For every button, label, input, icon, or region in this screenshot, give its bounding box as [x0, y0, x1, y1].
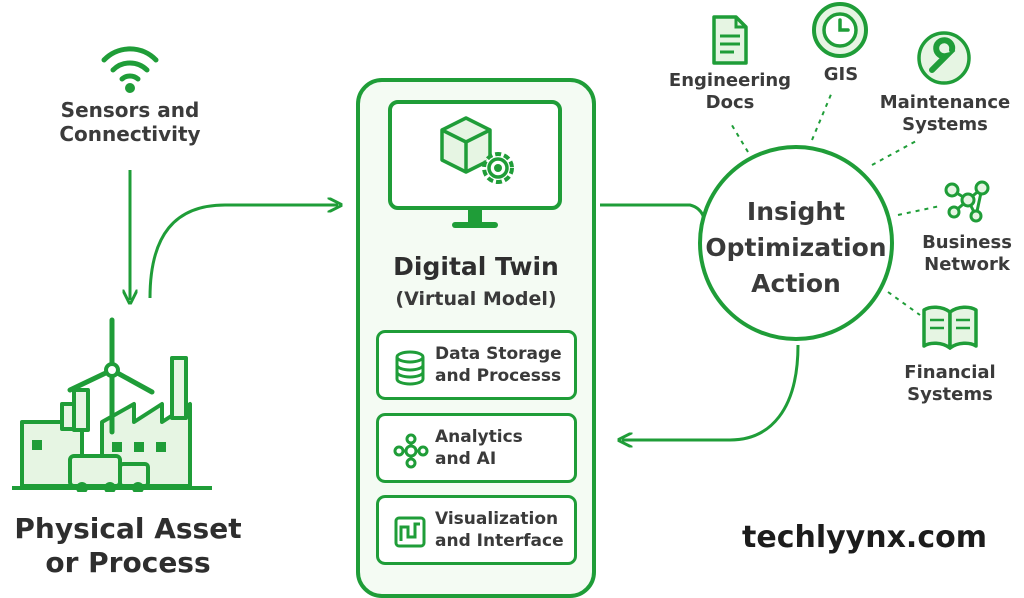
wifi-icon	[101, 46, 159, 93]
document-icon	[712, 15, 748, 65]
satellite-label: Maintenance Systems	[879, 92, 1011, 135]
brand-watermark: techlyynx.com	[742, 520, 987, 555]
hub-line-optimization: Optimization	[705, 233, 887, 262]
sensors-node: Sensors and Connectivity	[59, 38, 201, 168]
digital-twin-title: Digital Twin	[393, 252, 559, 281]
satellite-label: Engineering Docs	[668, 70, 792, 113]
dash-gis	[811, 91, 833, 141]
cube-gear-monitor-icon	[440, 116, 514, 184]
module-label: Data Storage and Processs	[435, 344, 562, 387]
monitor-stand	[452, 208, 498, 228]
dash-engineering	[729, 121, 749, 153]
book-icon	[922, 305, 978, 350]
satellite-financial: Financial Systems	[880, 300, 1020, 412]
dash-financial	[887, 291, 921, 316]
module-visualization: Visualization and Interface	[376, 495, 577, 565]
satellite-gis: GIS	[796, 0, 886, 92]
hub-line-action: Action	[751, 269, 841, 298]
asset-to-twin-arrow	[148, 205, 338, 299]
twin-to-hub-line	[600, 203, 706, 219]
monitor-frame	[388, 100, 562, 210]
module-data-storage: Data Storage and Processs	[376, 330, 577, 400]
chart-screen-icon	[394, 516, 426, 548]
sensors-label: Sensors and Connectivity	[59, 98, 201, 147]
module-label: Analytics and AI	[435, 427, 523, 470]
module-analytics: Analytics and AI	[376, 413, 577, 483]
database-icon	[395, 350, 425, 386]
network-nodes-icon	[393, 433, 429, 469]
satellite-maintenance: Maintenance Systems	[870, 30, 1020, 142]
digital-twin-subtitle: (Virtual Model)	[395, 288, 557, 310]
wrench-icon	[917, 31, 971, 85]
physical-asset-label: Physical Asset or Process	[14, 512, 242, 579]
dash-business	[897, 205, 941, 216]
globe-icon	[812, 2, 868, 58]
dash-maintenance	[871, 139, 919, 166]
satellite-engineering-docs: Engineering Docs	[660, 10, 800, 120]
network-icon	[944, 180, 990, 223]
hub-line-insight: Insight	[746, 197, 846, 226]
satellite-label: Business Network	[922, 232, 1012, 275]
insight-hub: Insight Optimization Action	[698, 145, 894, 341]
connector-layer	[0, 91, 941, 576]
satellite-label: Financial Systems	[904, 362, 996, 405]
satellite-business-network: Business Network	[912, 176, 1022, 286]
satellite-label: GIS	[823, 64, 859, 85]
hub-to-twin-arrow	[622, 344, 800, 440]
module-label: Visualization and Interface	[435, 509, 564, 552]
factory-windturbine-icon	[12, 317, 212, 492]
